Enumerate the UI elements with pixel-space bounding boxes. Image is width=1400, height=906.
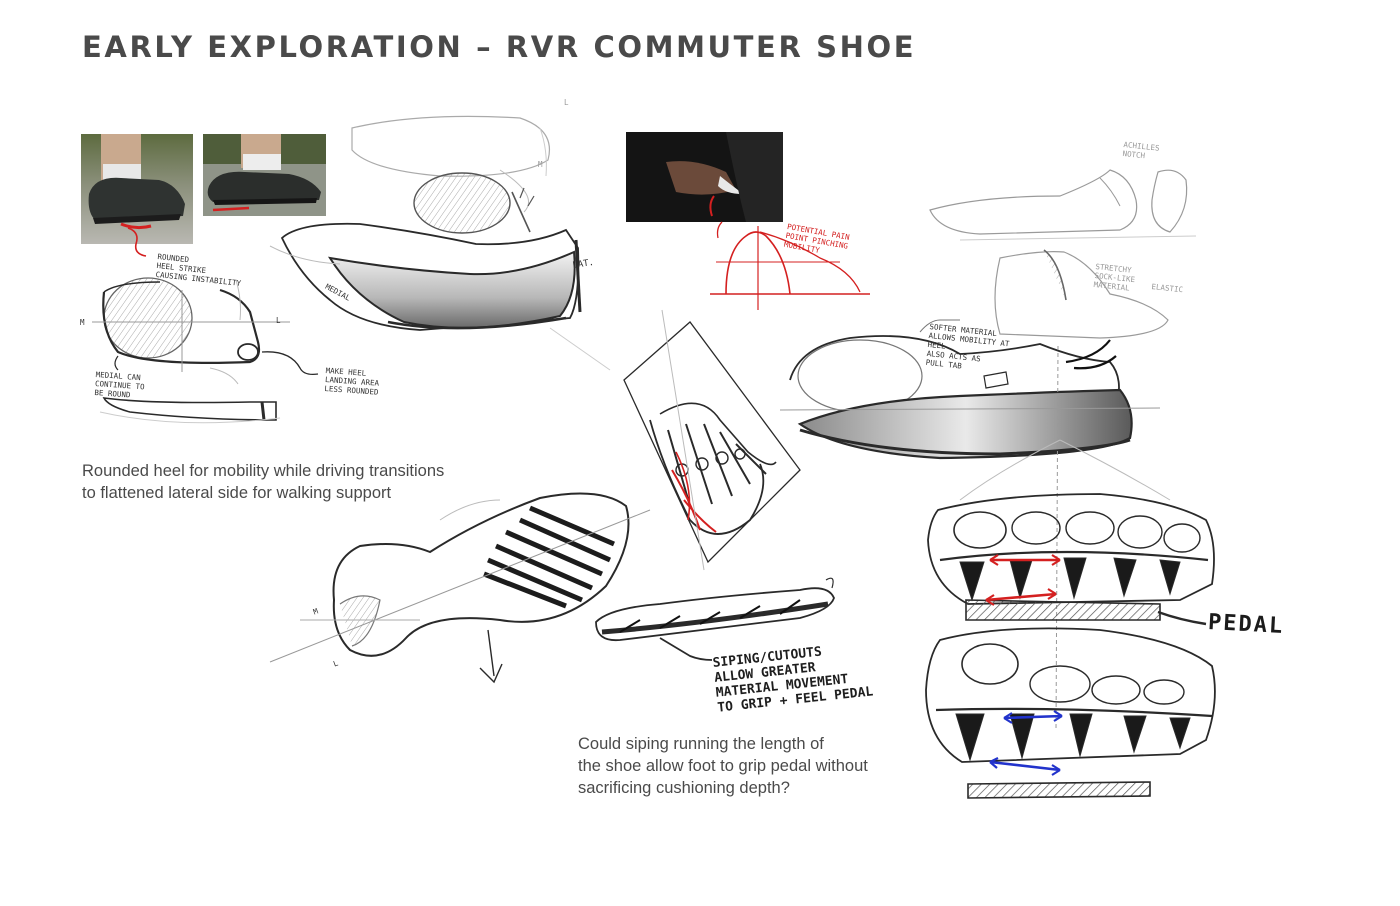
sole-bottom-sketch bbox=[269, 492, 651, 684]
reference-photo-icon bbox=[81, 134, 193, 244]
caption-siping: Could siping running the length of the s… bbox=[578, 733, 868, 799]
heel-section-sketch bbox=[92, 277, 319, 424]
pedal-section-top bbox=[927, 439, 1215, 626]
heel-strike-annotation bbox=[127, 227, 147, 257]
side-view-shoe-sketch bbox=[779, 319, 1161, 731]
note-stretchy: STRETCHY SOCK-LIKE MATERIAL bbox=[1093, 262, 1136, 293]
caption-line: Rounded heel for mobility while driving … bbox=[82, 462, 445, 480]
note-medial-can: MEDIAL CAN CONTINUE TO BE ROUND bbox=[94, 370, 145, 400]
note-l-mid: L bbox=[276, 316, 281, 325]
reference-photo-icon bbox=[626, 132, 783, 222]
pedal-section-bottom bbox=[925, 627, 1216, 799]
reference-photo-ankle bbox=[626, 132, 783, 222]
reference-photo-heel-strike-2 bbox=[203, 134, 326, 216]
note-softer-material: SOFTER MATERIAL ALLOWS MOBILITY AT HEEL … bbox=[925, 322, 1011, 375]
siping-section-sketch bbox=[595, 577, 835, 661]
note-make-heel: MAKE HEEL LANDING AREA LESS ROUNDED bbox=[324, 366, 380, 397]
note-m-left: M bbox=[80, 318, 85, 327]
caption-line: to flattened lateral side for walking su… bbox=[82, 484, 392, 502]
caption-line: sacrificing cushioning depth? bbox=[578, 779, 790, 797]
slip-on-shoe-sketch bbox=[929, 169, 1197, 339]
pedal-label: PEDAL bbox=[1207, 610, 1285, 639]
foot-skeleton-sketch bbox=[623, 309, 801, 571]
reference-photo-heel-strike bbox=[81, 134, 193, 244]
caption-heel: Rounded heel for mobility while driving … bbox=[82, 460, 444, 504]
caption-line: the shoe allow foot to grip pedal withou… bbox=[578, 757, 868, 775]
angled-shoe-sketch bbox=[269, 115, 611, 371]
note-m-upper: M bbox=[538, 160, 543, 169]
ankle-pain-diagram bbox=[710, 221, 870, 310]
page-title: EARLY EXPLORATION – RVR COMMUTER SHOE bbox=[82, 30, 917, 64]
note-achilles: ACHILLES NOTCH bbox=[1122, 140, 1160, 162]
reference-photo-icon bbox=[203, 134, 326, 216]
note-l-upper: L bbox=[564, 98, 569, 107]
caption-line: Could siping running the length of bbox=[578, 735, 824, 753]
